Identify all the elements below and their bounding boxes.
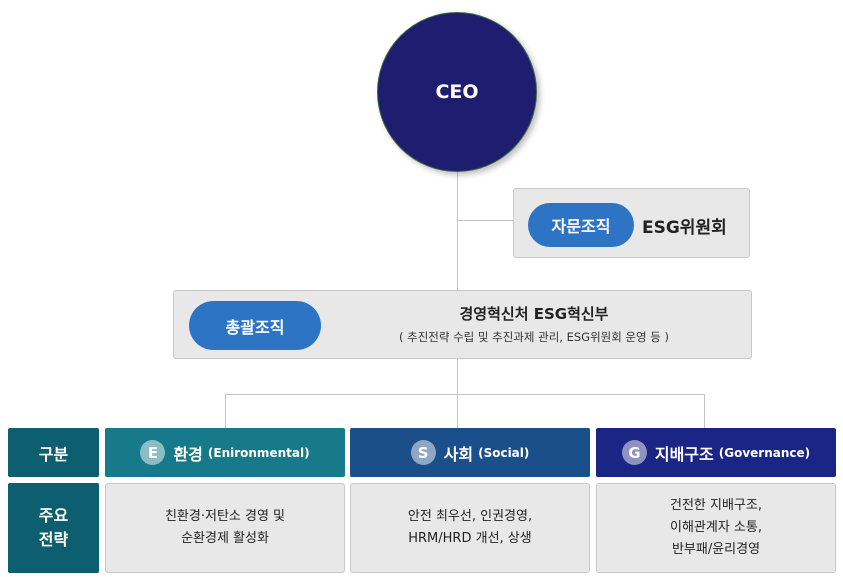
strategy-line: 이해관계자 소통, [670, 520, 762, 535]
general-title: 경영혁신처 ESG혁신부 [459, 305, 609, 323]
header-governance: G 지배구조 (Governance) [596, 428, 836, 477]
row-label-category: 구분 [8, 428, 99, 477]
strategy-social: 안전 최우선, 인권경영, HRM/HRD 개선, 상생 [350, 483, 590, 573]
strategy-line: 안전 최우선, 인권경영, [407, 509, 533, 524]
advisory-badge: 자문조직 [528, 203, 634, 247]
connector-line [457, 170, 458, 395]
strategy-line: 반부패/윤리경영 [671, 542, 761, 557]
strategy-governance: 건전한 지배구조, 이해관계자 소통, 반부패/윤리경영 [596, 483, 836, 573]
s-letter-icon: S [410, 440, 436, 465]
e-letter-icon: E [140, 440, 166, 465]
header-social: S 사회 (Social) [350, 428, 590, 477]
g-letter-icon: G [621, 440, 647, 465]
strategy-line: 순환경제 활성화 [181, 531, 269, 546]
strategy-line: 건전한 지배구조, [670, 498, 762, 513]
connector-line [225, 394, 705, 395]
connector-line [225, 394, 226, 428]
row-label-strategy: 주요 전략 [8, 483, 99, 573]
header-sub: (Enironmental) [207, 445, 310, 460]
ceo-node: CEO [377, 12, 537, 172]
header-title: 지배구조 [654, 444, 714, 464]
strategy-line: 친환경·저탄소 경영 및 [164, 509, 286, 524]
header-environment: E 환경 (Enironmental) [105, 428, 345, 477]
strategy-line: HRM/HRD 개선, 상생 [408, 531, 532, 546]
connector-line [704, 394, 705, 428]
header-title: 환경 [173, 444, 203, 464]
general-badge: 총괄조직 [189, 301, 321, 350]
advisory-box: 자문조직 ESG위원회 [513, 188, 750, 258]
connector-line [458, 220, 513, 221]
general-subtitle: ( 추진전략 수립 및 추진과제 관리, ESG위원회 운영 등 ) [398, 330, 670, 344]
header-title: 사회 [443, 444, 474, 464]
general-box: 총괄조직 경영혁신처 ESG혁신부 ( 추진전략 수립 및 추진과제 관리, E… [173, 290, 752, 359]
connector-line [457, 358, 458, 428]
header-sub: (Governance) [718, 445, 811, 460]
advisory-name: ESG위원회 [642, 218, 727, 238]
header-sub: (Social) [478, 445, 530, 460]
